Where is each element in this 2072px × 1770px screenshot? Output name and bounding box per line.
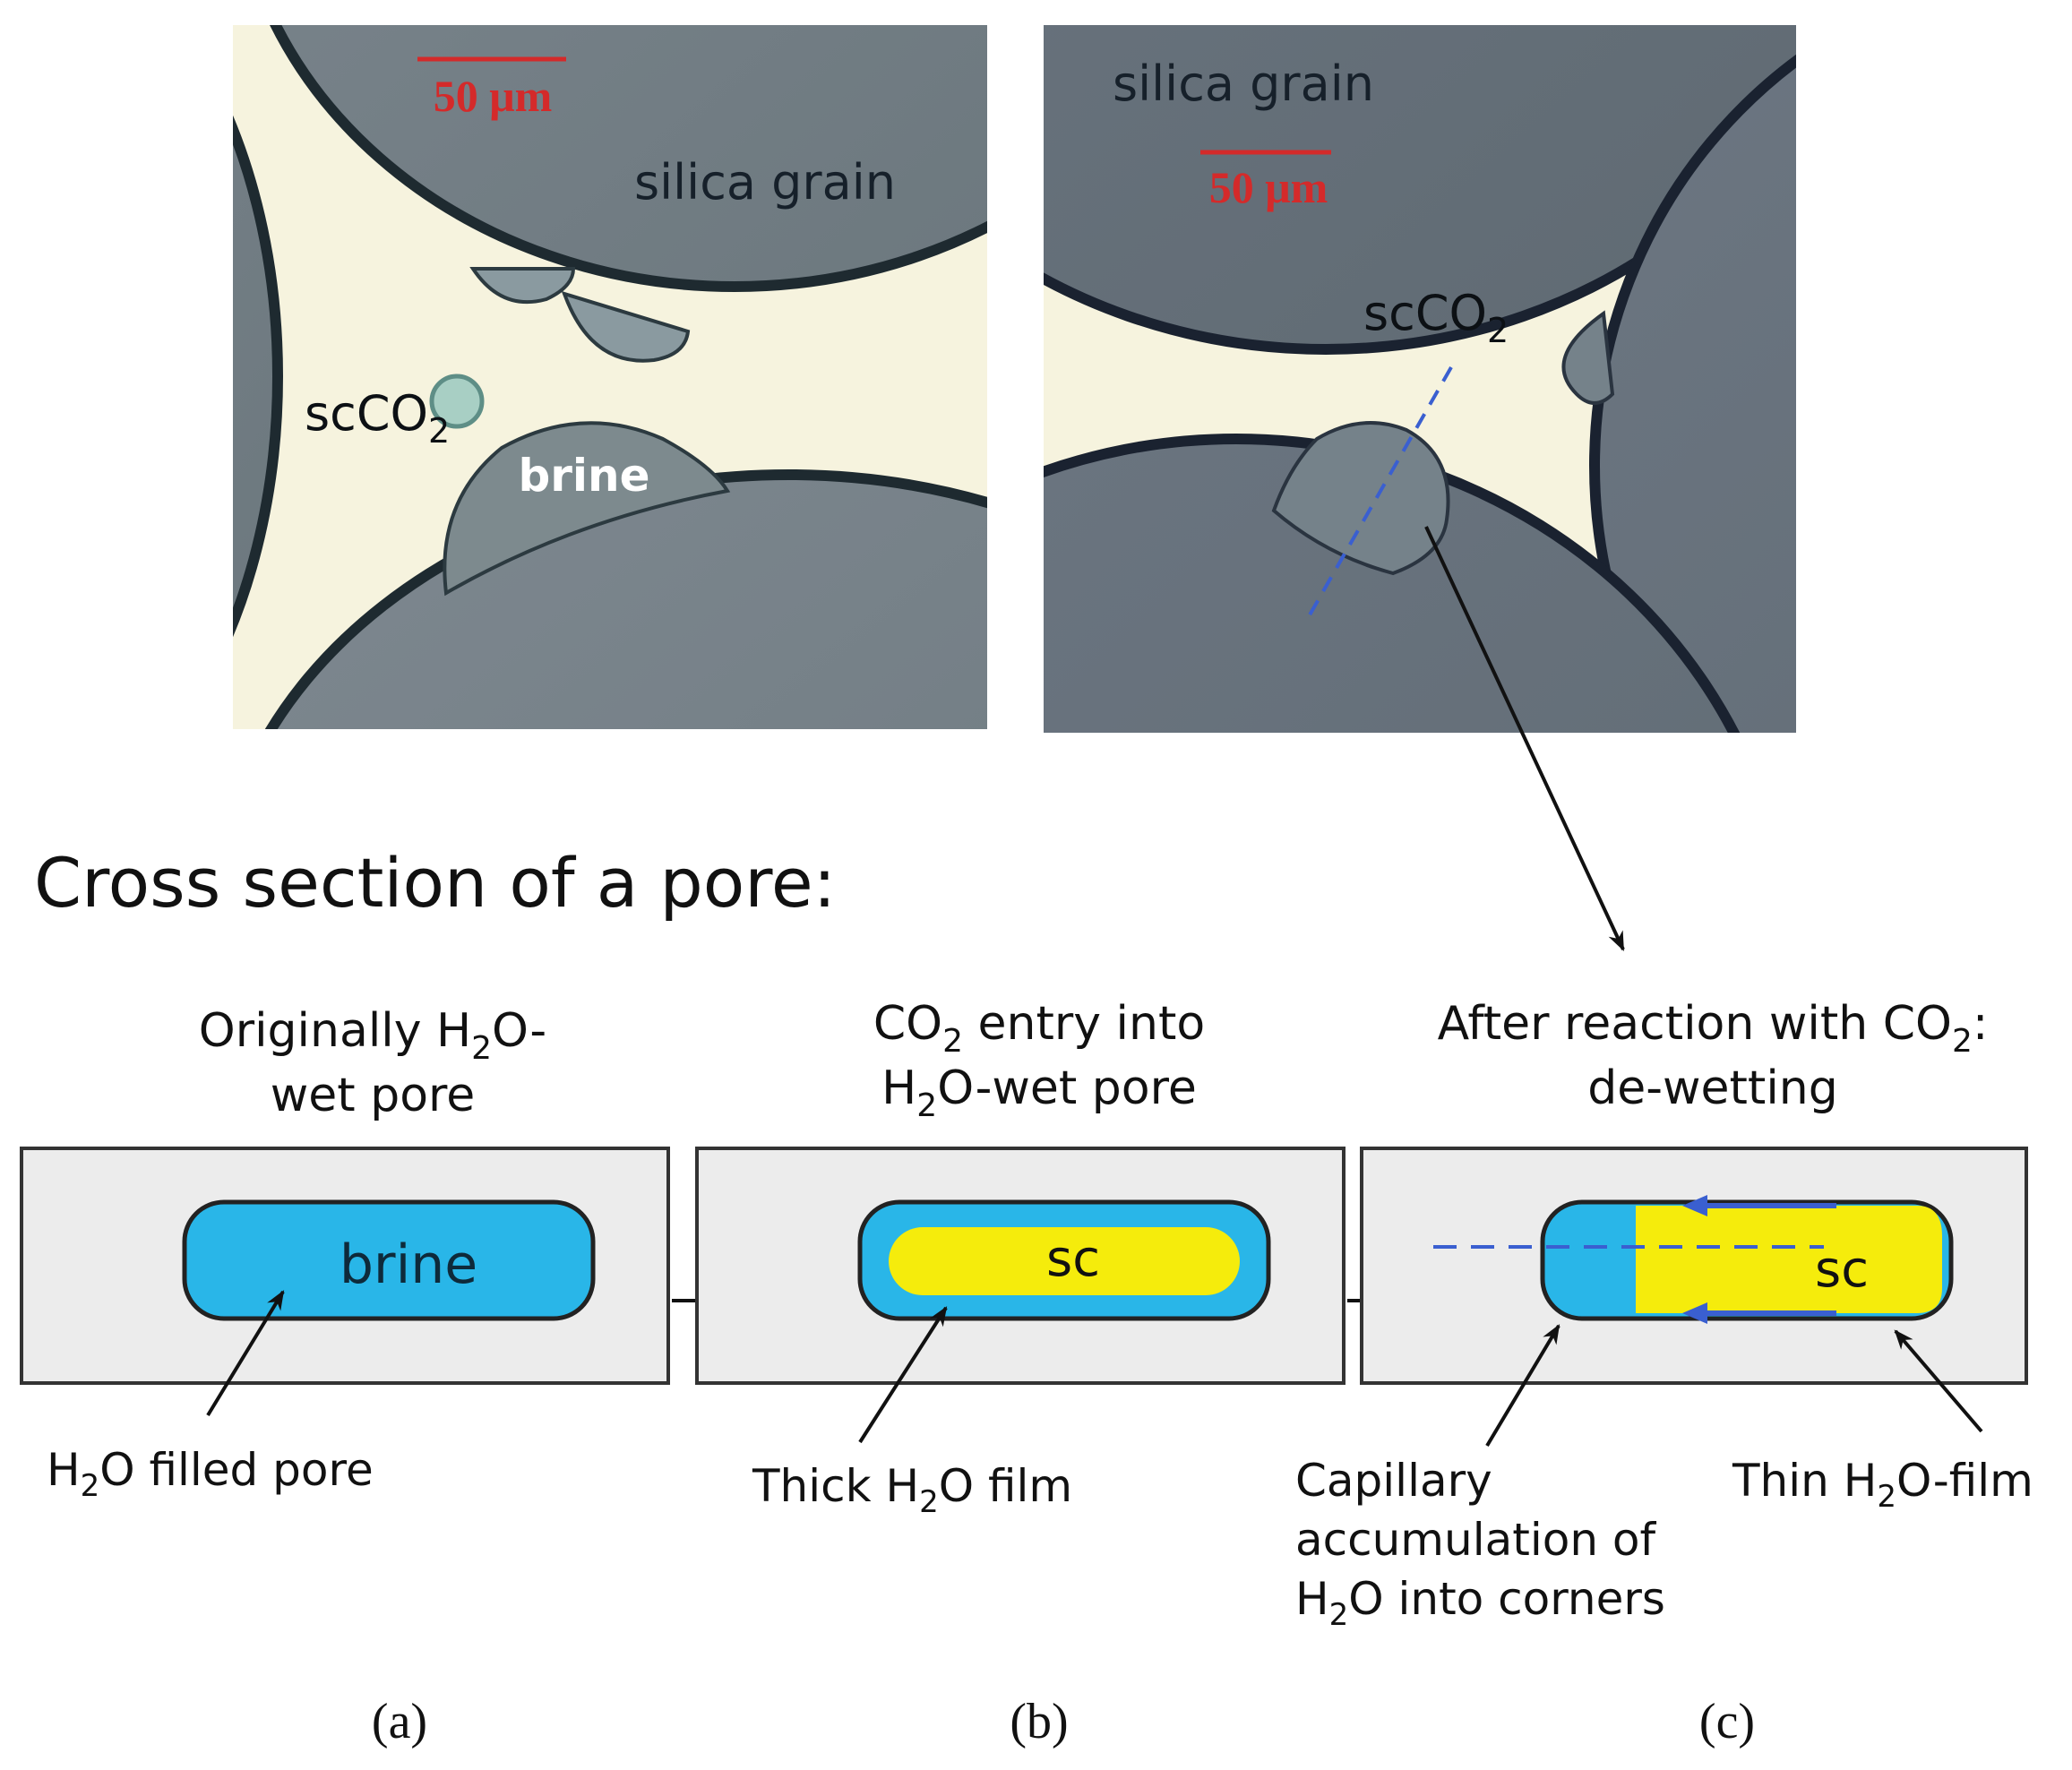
svg-text:H2O-wet pore: H2O-wet pore — [881, 1061, 1197, 1124]
brine-droplet — [469, 267, 576, 305]
panel-c-title: After reaction with CO2: de-wetting — [1438, 997, 1989, 1115]
svg-text:After reaction with CO2:: After reaction with CO2: — [1438, 997, 1989, 1060]
flow-arrowhead-bottom — [1682, 1302, 1707, 1324]
callout-arrow — [1485, 1324, 1560, 1448]
callout-thin-film: Thin H2O-film — [1732, 1455, 2033, 1515]
silica-grain-label: silica grain — [634, 154, 896, 211]
panel-letter: (a) — [372, 1694, 427, 1749]
panel-b-title: CO2 entry into H2O-wet pore — [873, 997, 1205, 1124]
silica-grain-right — [1589, 54, 1796, 733]
brine-droplet — [561, 290, 691, 363]
scco2-bubble — [429, 374, 485, 429]
brine-label: brine — [518, 450, 649, 502]
callout-h2o-filled-pore: H2O filled pore — [47, 1444, 374, 1504]
micrograph-left: 50 μm silica grain scCO2 brine — [233, 25, 987, 729]
scco2-dewetted — [1636, 1206, 1942, 1313]
panel-letter: (b) — [1010, 1694, 1068, 1749]
silica-grain-bottom — [1044, 434, 1741, 733]
callout-capillary-accumulation: Capillary accumulation of H2O into corne… — [1295, 1455, 1665, 1633]
svg-text:CO2 entry into: CO2 entry into — [873, 997, 1205, 1060]
brine-bubble — [443, 421, 731, 597]
silica-grain-bottom — [264, 469, 987, 729]
flow-arrowhead-top — [1682, 1195, 1707, 1216]
scco2-core — [889, 1227, 1240, 1295]
scale-bar-label: 50 μm — [1209, 162, 1328, 212]
scale-bar-label: 50 μm — [434, 71, 553, 121]
sc-label: sc — [1046, 1230, 1100, 1288]
section-heading: Cross section of a pore: — [34, 843, 836, 923]
panel-c: sc Capillary accumulation of H2O into co… — [1295, 1147, 2033, 1749]
micrograph-right: 50 μm silica grain scCO2 — [1044, 25, 1796, 733]
silica-grain-left-edge — [233, 116, 283, 637]
panel-b: sc Thick H2O film (b) — [695, 1147, 1346, 1749]
section-dashed-line — [1306, 366, 1453, 619]
brine-bubble — [1271, 421, 1450, 576]
brine-droplet — [1561, 310, 1615, 405]
brine-filled-pore — [182, 1199, 596, 1321]
brine-label: brine — [340, 1233, 477, 1296]
svg-text:Capillary: Capillary — [1295, 1455, 1492, 1507]
svg-text:accumulation of: accumulation of — [1295, 1514, 1656, 1566]
sc-label: sc — [1815, 1241, 1869, 1299]
svg-text:Originally H2O-: Originally H2O- — [199, 1004, 546, 1067]
link-arrow — [1424, 526, 1625, 951]
panel-a: brine H2O filled pore (a) — [20, 1147, 670, 1749]
callout-arrow — [858, 1306, 948, 1444]
scco2-label: scCO2 — [1363, 285, 1509, 350]
callout-arrow — [206, 1290, 285, 1417]
panel-a-title: Originally H2O- wet pore — [199, 1004, 546, 1122]
silica-grain-top — [270, 25, 987, 292]
panel-letter: (c) — [1699, 1694, 1755, 1749]
silica-grain-top — [1044, 25, 1796, 355]
callout-arrow — [1894, 1329, 1983, 1433]
scco2-label: scCO2 — [305, 385, 450, 451]
callout-thick-film: Thick H2O film — [752, 1460, 1072, 1520]
svg-text:de-wetting: de-wetting — [1587, 1061, 1837, 1115]
silica-grain-label: silica grain — [1113, 56, 1374, 112]
svg-text:H2O into corners: H2O into corners — [1295, 1573, 1665, 1633]
svg-text:wet pore: wet pore — [271, 1069, 476, 1122]
